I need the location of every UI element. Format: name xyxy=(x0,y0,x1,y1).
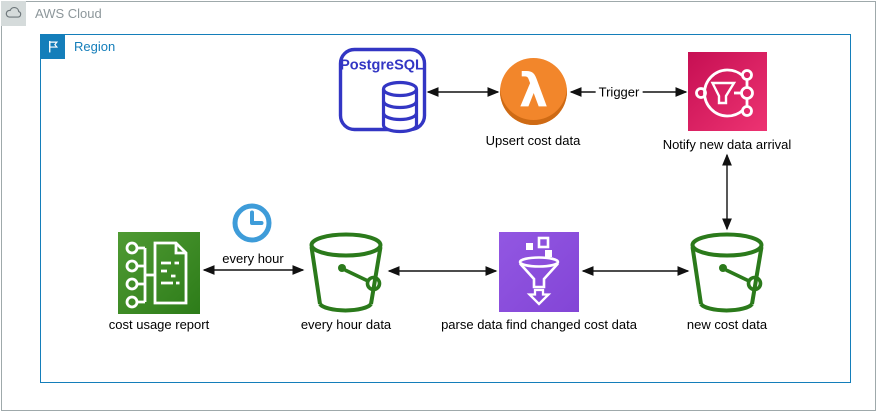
aws-cloud-header: AWS Cloud xyxy=(1,1,102,26)
cost-report-node-label: cost usage report xyxy=(108,317,210,332)
region-group: Region xyxy=(40,34,851,383)
cost-usage-report-icon xyxy=(125,241,188,309)
s3-bucket-icon xyxy=(309,232,383,313)
parse-filter-label: parse data find changed cost data xyxy=(441,317,637,332)
region-flag-icon xyxy=(40,34,65,59)
s3-new-cost-node xyxy=(686,229,768,322)
s3-bucket-icon xyxy=(690,232,764,313)
parse-filter-node xyxy=(499,232,579,312)
aws-cloud-icon xyxy=(1,1,26,26)
filter-icon xyxy=(518,236,560,306)
s3-every-hour-label: every hour data xyxy=(300,317,392,332)
lambda-glyph: λ xyxy=(518,62,549,117)
postgresql-icon: PostgreSQL xyxy=(338,47,427,134)
clock-node xyxy=(231,202,273,249)
aws-cloud-label: AWS Cloud xyxy=(35,6,102,21)
region-label: Region xyxy=(74,39,116,54)
postgresql-title: PostgreSQL xyxy=(340,58,424,74)
s3-new-cost-label: new cost data xyxy=(686,317,768,332)
lambda-node: λ xyxy=(500,58,567,125)
cost-report-node xyxy=(118,232,200,314)
sns-node xyxy=(688,52,767,131)
sns-node-label: Notify new data arrival xyxy=(662,137,792,152)
edge-label-every-hour: every hour xyxy=(222,251,284,266)
sns-icon xyxy=(695,68,754,118)
lambda-node-label: Upsert cost data xyxy=(485,133,581,148)
s3-every-hour-node xyxy=(305,229,387,322)
clock-icon xyxy=(232,203,272,243)
region-header: Region xyxy=(40,34,115,59)
edge-label-trigger: Trigger xyxy=(595,84,643,100)
lambda-icon: λ xyxy=(500,58,567,125)
postgresql-node: PostgreSQL xyxy=(336,45,431,142)
